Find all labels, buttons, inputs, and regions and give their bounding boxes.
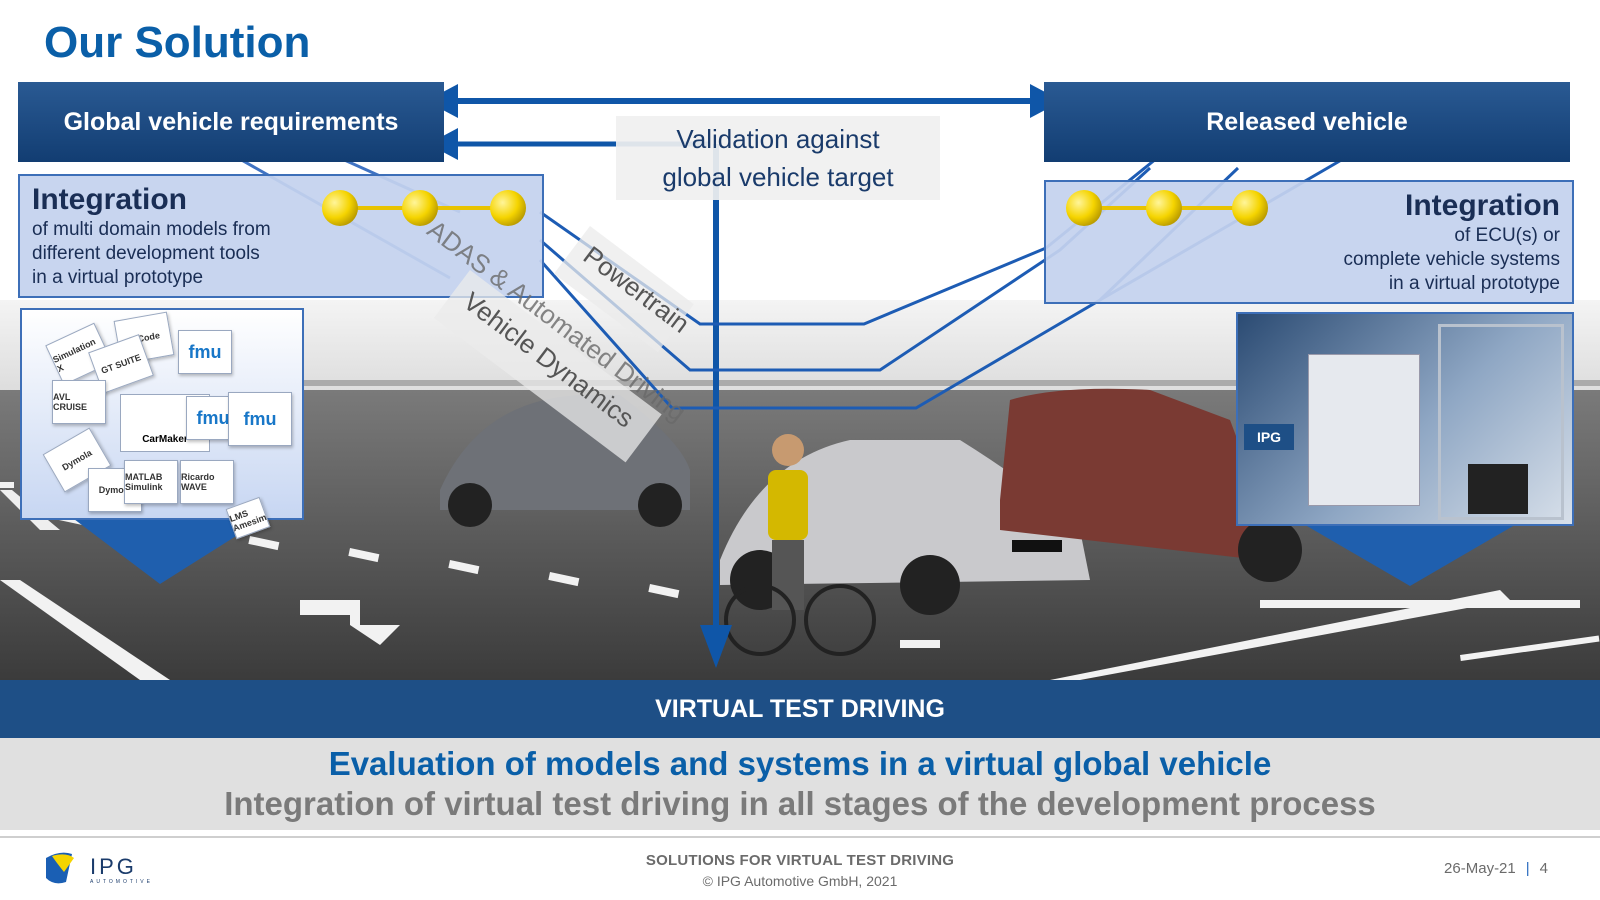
node-dot — [1066, 190, 1102, 226]
car-silver — [720, 440, 1090, 615]
footer-meta: 26-May-21 | 4 — [1444, 860, 1548, 877]
integration-left-text: of multi domain models from different de… — [32, 218, 322, 290]
integration-left-box: Integration of multi domain models from … — [18, 174, 544, 298]
integration-right-line1: of ECU(s) or — [1454, 225, 1560, 246]
integration-right-box: Integration of ECU(s) or complete vehicl… — [1044, 180, 1574, 304]
lab-ipg-label: IPG — [1244, 424, 1294, 450]
integration-right-heading: Integration — [1405, 189, 1560, 222]
node-chains — [322, 190, 1268, 226]
global-requirements-header: Global vehicle requirements — [18, 82, 444, 162]
puzzle-piece: Ricardo WAVE — [180, 460, 234, 504]
footer-separator: | — [1525, 860, 1530, 877]
ipg-automotive-logo: IPG AUTOMOTIVE — [46, 852, 153, 885]
validation-box: Validation against global vehicle target — [616, 116, 940, 200]
puzzle-piece: MATLAB Simulink — [124, 460, 178, 504]
integration-left-heading: Integration — [32, 183, 187, 216]
node-dot — [402, 190, 438, 226]
node-dot — [1232, 190, 1268, 226]
puzzle-piece: fmu — [228, 392, 292, 446]
node-dot — [490, 190, 526, 226]
evaluation-line1: Evaluation of models and systems in a vi… — [328, 745, 1272, 782]
integration-right-line3: in a virtual prototype — [1388, 273, 1560, 294]
cyclist — [724, 434, 876, 656]
lab-robot-base — [1468, 464, 1528, 514]
test-bench-lab-image: IPG — [1236, 312, 1574, 526]
model-puzzle-image: Simulation X C-Code GT SUITE fmu AVL CRU… — [20, 308, 304, 540]
validation-line2: global vehicle target — [662, 162, 894, 192]
footer-divider — [0, 836, 1600, 838]
footer-date: 26-May-21 — [1444, 860, 1516, 877]
svg-text:IPG: IPG — [90, 854, 137, 879]
node-dot — [322, 190, 358, 226]
footer-copyright: © IPG Automotive GmbH, 2021 — [702, 873, 898, 889]
integration-right-text: of ECU(s) or complete vehicle systems in… — [1240, 224, 1560, 296]
puzzle-piece: AVL CRUISE — [52, 380, 106, 424]
integration-left-line1: of multi domain models from — [32, 219, 271, 240]
car-red — [1000, 388, 1302, 582]
page-number: 4 — [1539, 860, 1548, 877]
puzzle-piece: fmu — [178, 330, 232, 374]
footer-center: SOLUTIONS FOR VIRTUAL TEST DRIVING © IPG… — [0, 852, 1600, 889]
validation-line1: Validation against — [676, 124, 880, 154]
lab-cabinet — [1308, 354, 1420, 506]
integration-left-line3: in a virtual prototype — [32, 267, 204, 288]
integration-left-line2: different development tools — [32, 243, 260, 264]
slide-title: Our Solution — [44, 18, 311, 67]
virtual-test-driving-bar: VIRTUAL TEST DRIVING — [0, 680, 1600, 738]
footer-tagline: SOLUTIONS FOR VIRTUAL TEST DRIVING — [645, 852, 955, 869]
svg-text:AUTOMOTIVE: AUTOMOTIVE — [90, 879, 153, 885]
released-vehicle-header: Released vehicle — [1044, 82, 1570, 162]
node-dot — [1146, 190, 1182, 226]
evaluation-banner: Evaluation of models and systems in a vi… — [0, 738, 1600, 830]
integration-right-line2: complete vehicle systems — [1343, 249, 1560, 270]
lab-robot-frame — [1438, 324, 1564, 520]
evaluation-line2: Integration of virtual test driving in a… — [224, 785, 1376, 822]
